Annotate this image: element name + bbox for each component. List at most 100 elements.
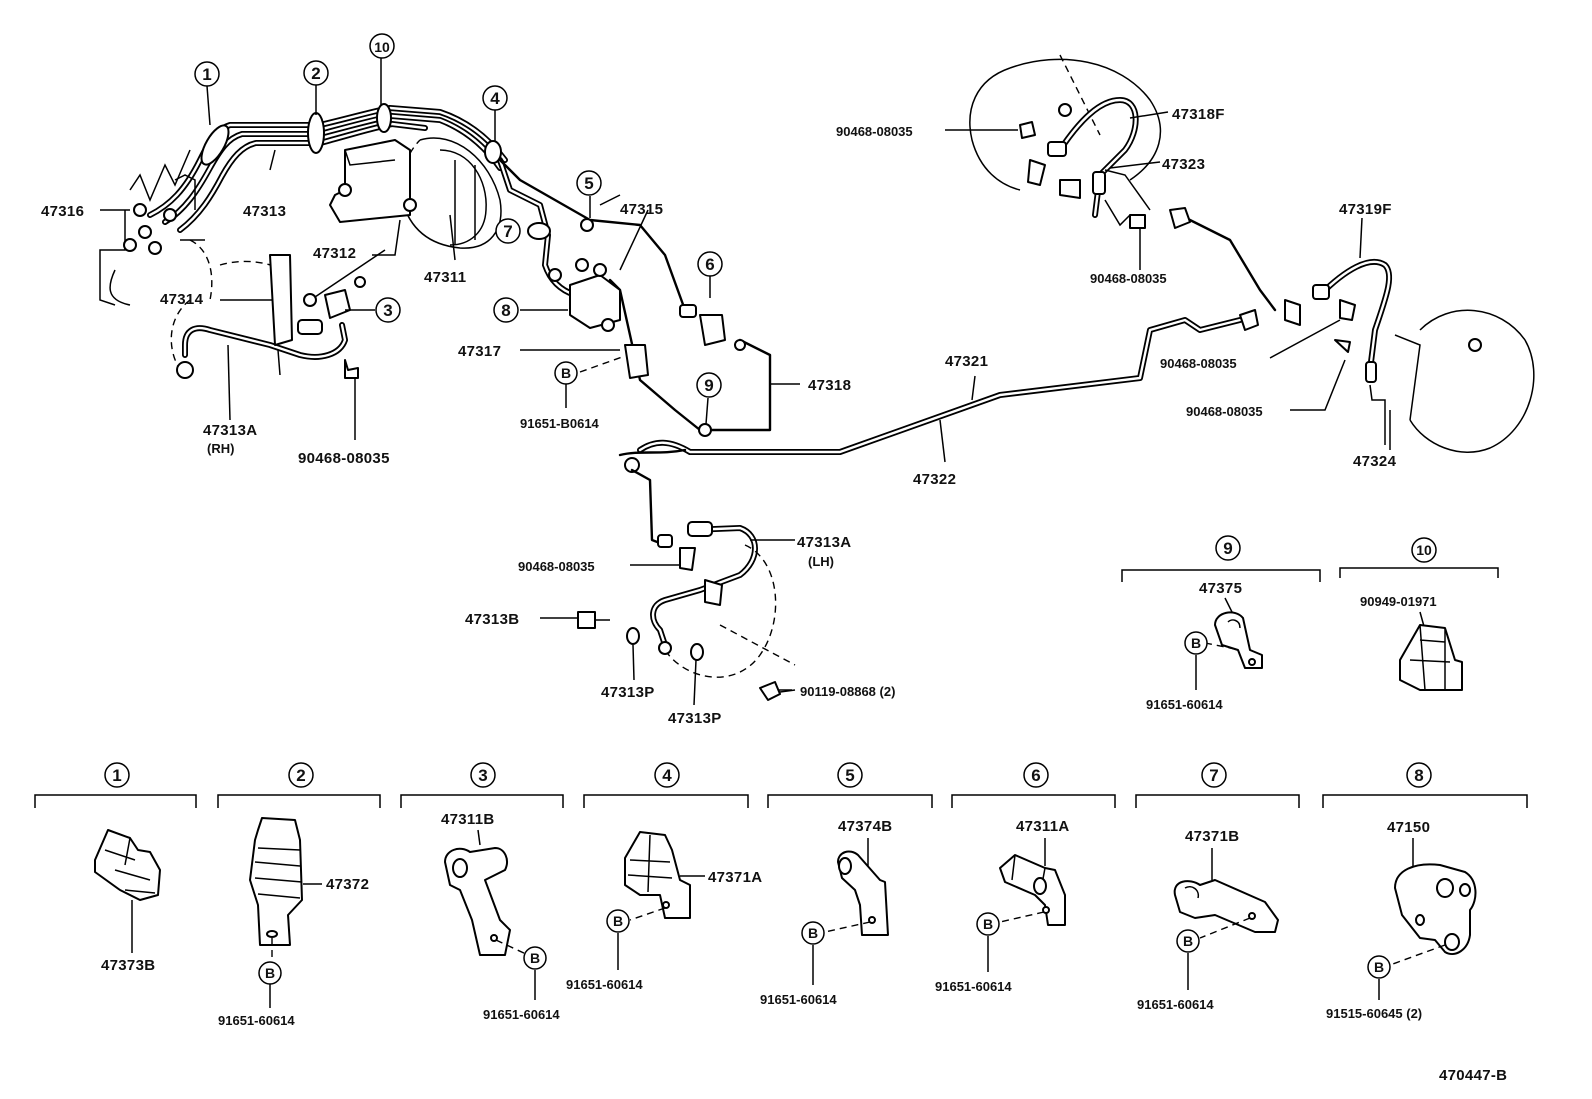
callout-2: 2 xyxy=(303,60,329,86)
detail-9-bolt: 91651-60614 xyxy=(1146,697,1223,712)
detail-3: 3 47311B B 91651-60614 xyxy=(400,762,564,1022)
main-assembly-linework xyxy=(99,54,1535,701)
label-47316: 47316 xyxy=(41,203,84,220)
detail-5-part: 47374B xyxy=(838,818,892,835)
fittings-left xyxy=(123,203,177,255)
callout-1: 1 xyxy=(194,61,220,87)
svg-text:7: 7 xyxy=(1209,766,1218,785)
svg-text:2: 2 xyxy=(296,766,305,785)
part-labels: 47316 47313 47312 47311 47314 47313A (RH… xyxy=(41,106,1397,727)
detail-7-part: 47371B xyxy=(1185,828,1239,845)
detail-9-part: 47375 xyxy=(1199,580,1242,597)
callout-3: 3 xyxy=(375,297,401,323)
detail-6-part: 47311A xyxy=(1016,818,1070,835)
svg-text:B: B xyxy=(1191,635,1201,651)
svg-text:1: 1 xyxy=(202,65,211,84)
label-90468-f: 90468-08035 xyxy=(1186,404,1263,419)
callout-6: 6 xyxy=(697,251,723,277)
label-rh: (RH) xyxy=(207,441,234,456)
label-47312: 47312 xyxy=(313,245,356,262)
label-47313B: 47313B xyxy=(465,611,519,628)
detail-4-bolt: 91651-60614 xyxy=(566,977,643,992)
detail-3-part: 47311B xyxy=(441,811,495,828)
svg-text:2: 2 xyxy=(311,64,320,83)
detail-8-part: 47150 xyxy=(1387,819,1430,836)
svg-text:B: B xyxy=(613,913,623,929)
label-47314: 47314 xyxy=(160,291,204,308)
svg-text:8: 8 xyxy=(501,301,510,320)
rear-long-tubes xyxy=(618,317,1243,473)
detail-4: 4 47371A B 91651-60614 xyxy=(566,762,762,992)
figure-id: 470447-B xyxy=(1439,1067,1507,1084)
label-lh: (LH) xyxy=(808,554,834,569)
detail-9: 9 47375 B 91651-60614 xyxy=(1121,535,1321,712)
label-91651-B0614: 91651-B0614 xyxy=(520,416,600,431)
label-47311: 47311 xyxy=(424,269,466,286)
svg-text:8: 8 xyxy=(1414,766,1423,785)
label-90468-d: 90468-08035 xyxy=(1090,271,1167,286)
label-47318: 47318 xyxy=(808,377,851,394)
detail-7-bolt: 91651-60614 xyxy=(1137,997,1214,1012)
label-90119: 90119-08868 (2) xyxy=(800,684,895,699)
detail-6: 6 47311A B 91651-60614 xyxy=(935,762,1116,994)
label-47319F: 47319F xyxy=(1339,201,1392,218)
label-47323: 47323 xyxy=(1162,156,1205,173)
rear-upper-drum xyxy=(969,54,1277,312)
detail-1-part: 47373B xyxy=(101,957,155,974)
detail-2: 2 47372 B 91651-60614 xyxy=(217,762,381,1028)
svg-text:9: 9 xyxy=(1223,539,1232,558)
detail-4-part: 47371A xyxy=(708,869,762,886)
svg-text:6: 6 xyxy=(705,255,714,274)
label-90468-a: 90468-08035 xyxy=(298,450,390,467)
detail-2-part: 47372 xyxy=(326,876,369,893)
svg-text:B: B xyxy=(983,916,993,932)
tube-bundle-top xyxy=(147,105,508,233)
label-90468-c: 90468-08035 xyxy=(836,124,913,139)
label-47324: 47324 xyxy=(1353,453,1397,470)
leader-lines xyxy=(100,58,1391,706)
svg-text:4: 4 xyxy=(490,89,500,108)
detail-8: 8 47150 B 91515-60645 (2) xyxy=(1322,762,1528,1021)
brake-booster xyxy=(329,137,502,249)
svg-text:B: B xyxy=(1183,933,1193,949)
svg-text:10: 10 xyxy=(374,39,390,55)
label-47317: 47317 xyxy=(458,343,501,360)
svg-text:B: B xyxy=(1374,959,1384,975)
svg-text:B: B xyxy=(808,925,818,941)
rh-front-hose xyxy=(170,249,386,379)
svg-text:10: 10 xyxy=(1416,542,1432,558)
label-47321: 47321 xyxy=(945,353,988,370)
label-47313A-rh: 47313A xyxy=(203,422,257,439)
label-90468-b: 90468-08035 xyxy=(518,559,595,574)
detail-6-bolt: 91651-60614 xyxy=(935,979,1012,994)
svg-text:5: 5 xyxy=(584,174,593,193)
label-47313P-a: 47313P xyxy=(601,684,655,701)
label-47313P-b: 47313P xyxy=(668,710,722,727)
left-frame-area xyxy=(99,149,213,306)
label-47322: 47322 xyxy=(913,471,956,488)
detail-1: 1 47373B xyxy=(34,762,197,974)
bolt-mark-main: B xyxy=(554,361,578,385)
svg-text:B: B xyxy=(530,950,540,966)
callout-9: 9 xyxy=(696,372,722,398)
callout-8: 8 xyxy=(493,297,519,323)
detail-3-bolt: 91651-60614 xyxy=(483,1007,560,1022)
index-callouts: 1 2 10 4 5 7 6 8 3 9 B xyxy=(194,33,723,398)
bottom-details: 1 47373B 2 47372 B 91651-60614 3 xyxy=(34,762,1528,1028)
svg-text:3: 3 xyxy=(478,766,487,785)
svg-text:6: 6 xyxy=(1031,766,1040,785)
label-47318F: 47318F xyxy=(1172,106,1225,123)
svg-text:3: 3 xyxy=(383,301,392,320)
svg-text:B: B xyxy=(561,365,571,381)
callout-4: 4 xyxy=(482,85,508,111)
detail-7: 7 47371B B 91651-60614 xyxy=(1135,762,1300,1012)
detail-10: 10 90949-01971 xyxy=(1339,537,1499,691)
svg-text:B: B xyxy=(265,965,275,981)
callout-7: 7 xyxy=(495,218,521,244)
svg-text:1: 1 xyxy=(112,766,121,785)
callout-5: 5 xyxy=(576,170,602,196)
callout-10: 10 xyxy=(369,33,395,59)
label-47315: 47315 xyxy=(620,201,663,218)
svg-text:7: 7 xyxy=(503,222,512,241)
